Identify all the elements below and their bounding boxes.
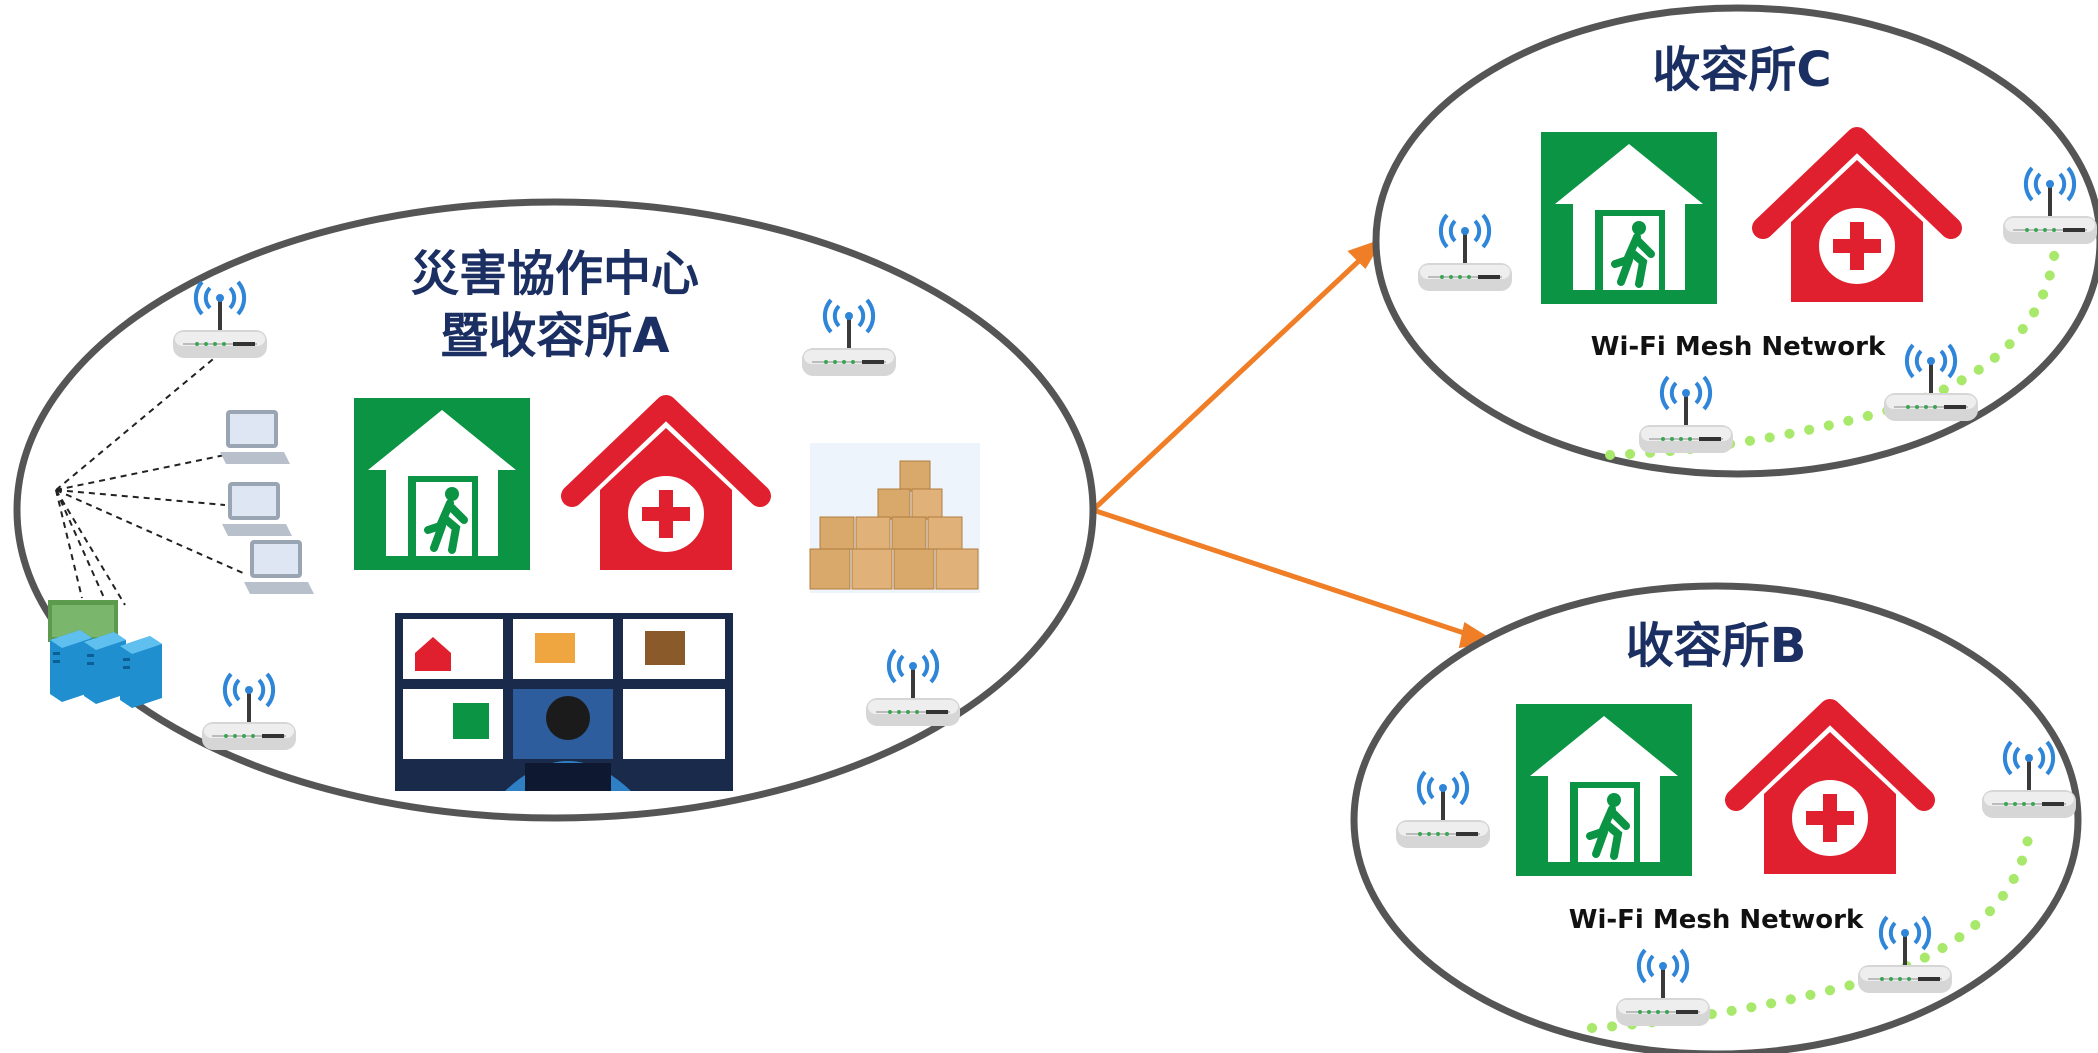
arrow-head-c (1347, 238, 1384, 270)
emergency-exit-sign-icon (1541, 132, 1717, 304)
server-rack-icon (48, 600, 162, 708)
supply-boxes-icon (809, 443, 980, 593)
shelter-b: 收容所B Wi-Fi Mesh Network (1350, 582, 2082, 1053)
hub-title-line1: 災害協作中心 (411, 246, 699, 302)
emergency-exit-sign-icon (354, 398, 530, 570)
link-arrows (1091, 238, 1498, 648)
shelter-c: 收容所C Wi-Fi Mesh Network (1372, 4, 2098, 478)
hub-shelter-a: 災害協作中心 暨收容所A (13, 198, 1097, 822)
arrow-to-shelter-c (1091, 256, 1364, 512)
shelter-b-ellipse (1350, 582, 2082, 1053)
shelter-b-mesh-label: Wi-Fi Mesh Network (1569, 905, 1864, 935)
control-room-icon (395, 613, 733, 791)
shelter-c-title: 收容所C (1652, 42, 1831, 98)
arrow-to-shelter-b (1092, 507, 1471, 638)
shelter-c-mesh-label: Wi-Fi Mesh Network (1591, 332, 1886, 362)
emergency-exit-sign-icon (1516, 704, 1692, 876)
hub-title-line2: 暨收容所A (440, 308, 669, 364)
server-links (55, 354, 244, 606)
shelter-b-title: 收容所B (1626, 618, 1807, 674)
